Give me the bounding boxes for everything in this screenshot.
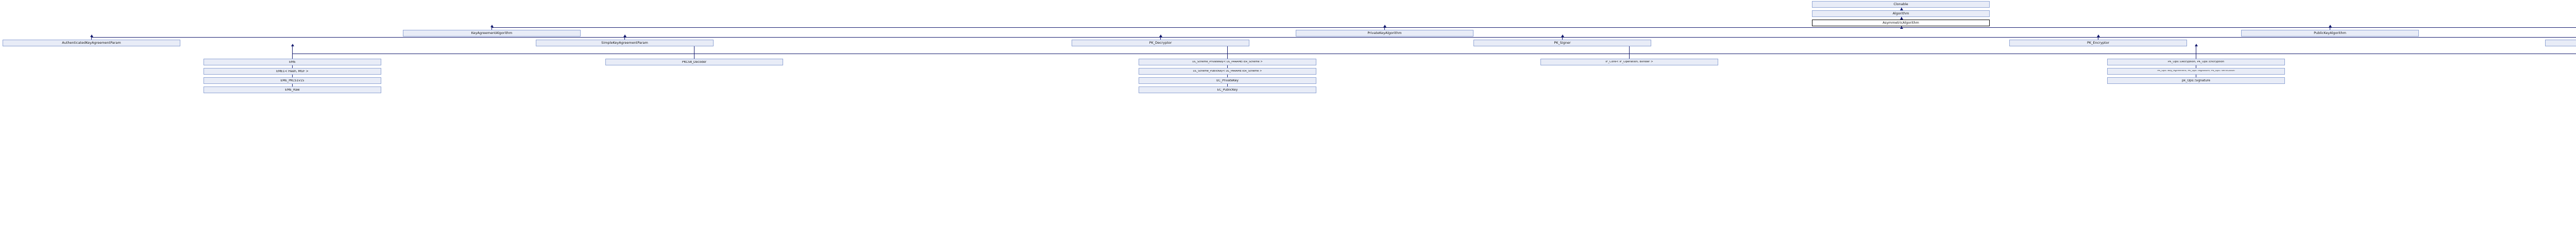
inheritance-arrow-icon [1900,8,1903,10]
connector-bus [91,37,2576,38]
connector-drop [1562,37,1563,40]
inheritance-arrow-icon [2096,34,2100,37]
class-node-asymmetric[interactable]: AsymmetricAlgorithm [1812,20,1990,26]
class-node-label: pk_Ops::Signature [2182,79,2210,82]
class-node-label: AuthenticatedKeyAgreementParam [62,41,121,45]
inheritance-arrow-icon [90,34,93,37]
class-node-leaf_d1[interactable]: IF_Core< IF_Operation, Blinder > [1540,59,1718,65]
class-node-pkencryptor[interactable]: PK_Encryptor [2009,40,2187,46]
class-node-label: EC_PublicKey [1217,88,1238,92]
class-node-leaf_a1[interactable]: EME [204,59,381,65]
class-node-leaf_a3[interactable]: EME_PKCS1v15 [204,77,381,84]
class-node-label: PKCS8_Decoder [682,60,707,64]
class-node-label: EME_PKCS1v15 [280,79,304,82]
class-node-pkverifier[interactable]: PK_Verifier [2545,40,2576,46]
inheritance-arrow-icon [1561,34,1564,37]
class-node-label: Algorithm [1892,12,1909,15]
class-node-label: PrivateKeyAlgorithm [1367,31,1402,35]
class-node-simplekeyagree[interactable]: SimpleKeyAgreementParam [536,40,714,46]
class-node-leaf_c1[interactable]: DL_Scheme_PrivateKey< DL_PARAMETER_Schem… [1139,59,1316,65]
class-node-pksigner[interactable]: PK_Signer [1473,40,1651,46]
class-node-label: PK_Ops::Key_Agreement, PK_Ops::Signature… [2157,70,2235,73]
class-node-privatekey[interactable]: PrivateKeyAlgorithm [1296,30,1473,37]
class-node-leaf_c4[interactable]: EC_PublicKey [1139,86,1316,93]
connector-drop [1629,46,1630,54]
class-node-leaf_e3[interactable]: pk_Ops::Signature [2107,77,2285,84]
connector-bus [492,27,2576,28]
inheritance-arrow-icon [1900,26,1903,29]
class-node-label: PK_Ops::Decryption, PK_Ops::Encryption [2167,60,2225,63]
class-node-keyagreement[interactable]: KeyAgreementAlgorithm [403,30,581,37]
class-node-leaf_a4[interactable]: EME_Raw [204,86,381,93]
class-node-clonable[interactable]: Clonable [1812,1,1990,8]
class-node-leaf_a2[interactable]: EME1< Hash, MGF > [204,68,381,75]
class-node-pkdecryptor[interactable]: PK_Decryptor [1072,40,1249,46]
connector-stem [1629,54,1630,62]
class-node-label: PK_Encryptor [2087,41,2110,45]
class-node-leaf_c2[interactable]: DL_Scheme_PublicKey< DL_PARAMETER_Scheme… [1139,68,1316,75]
connector-drop [624,37,625,40]
class-node-label: Clonable [1893,3,1908,6]
class-node-label: DL_Scheme_PublicKey< DL_PARAMETER_Scheme… [1193,70,1262,73]
connector-drop [1227,46,1228,54]
connector-drop [91,37,92,40]
inheritance-arrow-icon [490,25,494,27]
class-node-authkeyagree[interactable]: AuthenticatedKeyAgreementParam [3,40,180,46]
connector-drop [1384,27,1385,30]
class-node-label: DL_Scheme_PrivateKey< DL_PARAMETER_Schem… [1192,60,1263,63]
class-node-label: IF_Core< IF_Operation, Blinder > [1605,60,1653,63]
class-node-label: SimpleKeyAgreementParam [601,41,648,45]
inheritance-arrow-icon [2194,44,2198,46]
class-node-label: AsymmetricAlgorithm [1883,21,1919,25]
connector-drop [292,46,293,54]
class-node-label: EME_Raw [285,88,300,92]
inheritance-arrow-icon [291,44,294,46]
inheritance-arrow-icon [2328,25,2332,27]
class-node-label: PK_Signer [1554,41,1571,45]
class-node-label: PK_Decryptor [1149,41,1172,45]
connector-drop [1160,37,1161,40]
class-node-leaf_e2[interactable]: PK_Ops::Key_Agreement, PK_Ops::Signature… [2107,68,2285,75]
class-node-label: PublicKeyAlgorithm [2314,31,2346,35]
class-node-leaf_c3[interactable]: EC_PrivateKey [1139,77,1316,84]
class-node-leaf_b1[interactable]: PKCS8_Decoder [605,59,783,65]
class-node-label: KeyAgreementAlgorithm [471,31,513,35]
class-node-label: EME1< Hash, MGF > [276,70,309,73]
class-node-label: EME [289,60,296,64]
inheritance-arrow-icon [1383,25,1386,27]
class-node-leaf_e1[interactable]: PK_Ops::Decryption, PK_Ops::Encryption [2107,59,2285,65]
class-node-publickey[interactable]: PublicKeyAlgorithm [2241,30,2419,37]
class-node-algorithm[interactable]: Algorithm [1812,10,1990,17]
inheritance-arrow-icon [1159,34,1162,37]
inheritance-arrow-icon [623,34,626,37]
class-node-label: EC_PrivateKey [1216,79,1239,82]
inheritance-arrow-icon [1900,17,1903,20]
